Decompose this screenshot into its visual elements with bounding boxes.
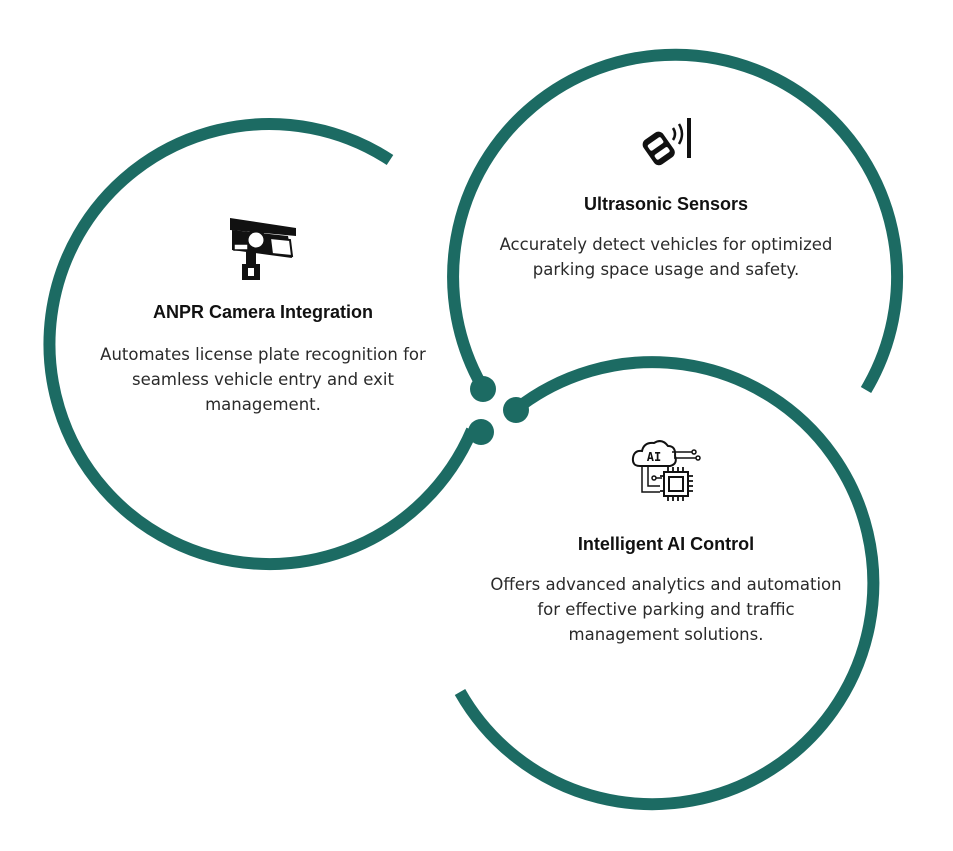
feature-description: Automates license plate recognition for … — [100, 345, 426, 414]
security-camera-icon — [230, 218, 296, 280]
car-sensor-icon — [642, 118, 691, 166]
feature-title: ANPR Camera Integration — [152, 302, 374, 322]
feature-ultrasonic: Ultrasonic Sensors Accurately detect veh… — [488, 114, 844, 282]
junction-dot-1 — [470, 376, 496, 402]
ring-ai — [454, 356, 880, 811]
feature-ai-control: AI Intelligent AI Control Offers advance… — [484, 436, 848, 647]
ring-ultrasonic — [447, 48, 904, 394]
feature-description: Offers advanced analytics and automation… — [490, 575, 842, 644]
feature-title: Intelligent AI Control — [577, 534, 755, 554]
feature-description: Accurately detect vehicles for optimized… — [499, 235, 833, 279]
feature-title: Ultrasonic Sensors — [583, 194, 749, 214]
ai-chip-icon: AI — [631, 440, 701, 501]
junction-dot-3 — [468, 419, 494, 445]
feature-anpr: ANPR Camera Integration Automates licens… — [88, 216, 438, 417]
ring-anpr — [43, 118, 478, 571]
ai-chip-label: AI — [647, 450, 661, 464]
junction-dot-2 — [503, 397, 529, 423]
